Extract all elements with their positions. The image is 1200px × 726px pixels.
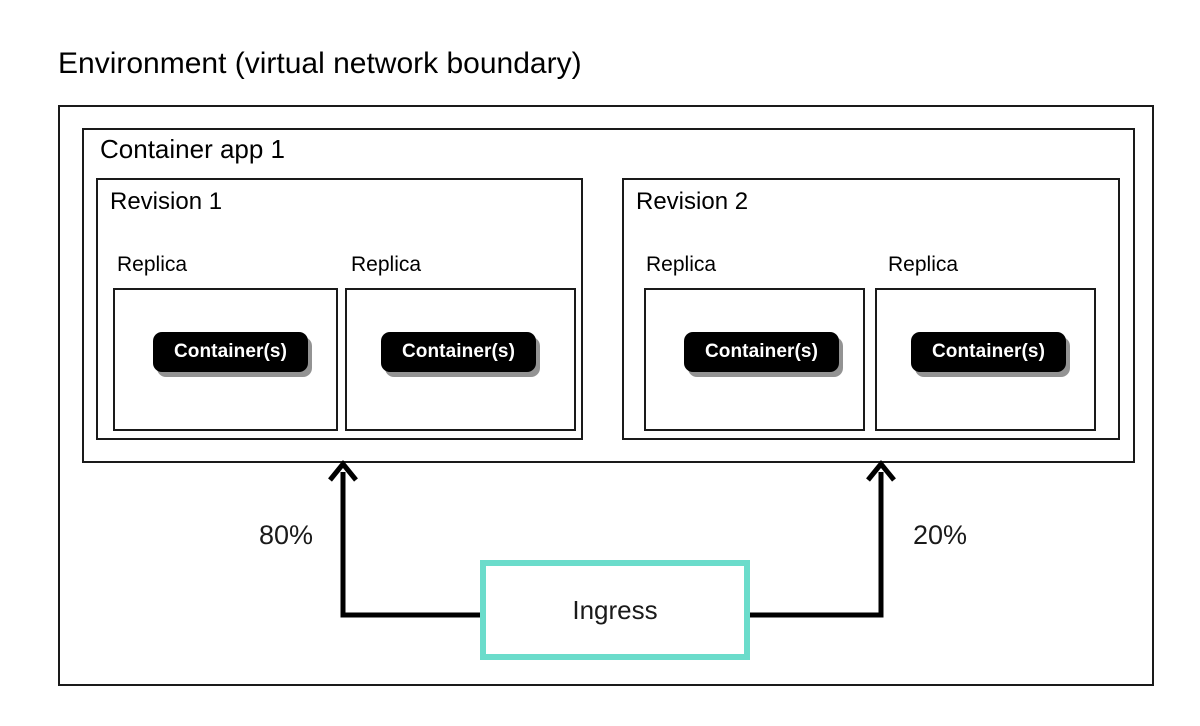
revision-2-replica-1-label: Replica bbox=[646, 253, 717, 276]
revision-1-replica-2-label: Replica bbox=[351, 253, 422, 276]
revision-2-box bbox=[622, 178, 1120, 440]
revision-1-replica-1-container-badge: Container(s) bbox=[153, 332, 308, 372]
revision-2-replica-1-box bbox=[644, 288, 865, 431]
revision-1-replica-2-container-badge: Container(s) bbox=[381, 332, 536, 372]
revision-2-label: Revision 2 bbox=[636, 188, 749, 215]
traffic-split-revision-1: 80% bbox=[259, 520, 314, 550]
revision-1-box bbox=[96, 178, 583, 440]
revision-1-replica-2-box bbox=[345, 288, 576, 431]
revision-2-replica-2-label: Replica bbox=[888, 253, 959, 276]
traffic-split-revision-2: 20% bbox=[913, 520, 968, 550]
page-title: Environment (virtual network boundary) bbox=[58, 47, 582, 80]
container-app-box bbox=[82, 128, 1135, 463]
revision-2-replica-2-container-badge: Container(s) bbox=[911, 332, 1066, 372]
container-app-label: Container app 1 bbox=[100, 134, 286, 164]
revision-1-replica-1-label: Replica bbox=[117, 253, 188, 276]
ingress-box: Ingress bbox=[480, 560, 750, 660]
revision-2-replica-2-box bbox=[875, 288, 1096, 431]
revision-1-label: Revision 1 bbox=[110, 188, 223, 215]
revision-1-replica-1-box bbox=[113, 288, 338, 431]
revision-2-replica-1-container-badge: Container(s) bbox=[684, 332, 839, 372]
environment-boundary-box bbox=[58, 105, 1154, 686]
ingress-label: Ingress bbox=[572, 595, 658, 625]
